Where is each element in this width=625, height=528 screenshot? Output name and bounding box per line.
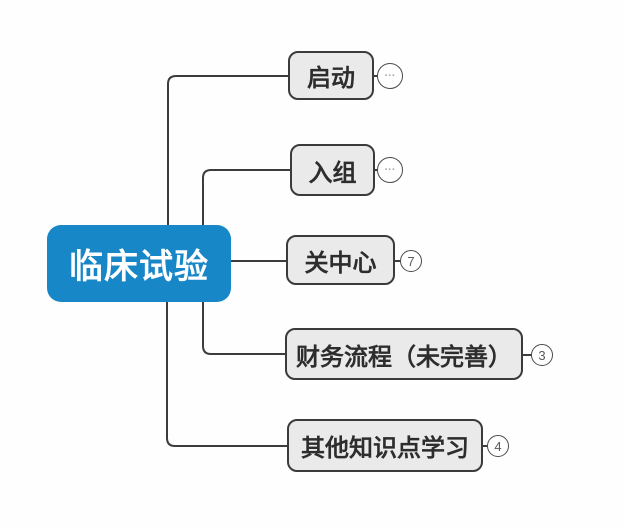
- topic-other-knowledge[interactable]: 其他知识点学习: [287, 419, 483, 472]
- connector-root-startup: [167, 75, 288, 226]
- topic-enrollment[interactable]: 入组: [290, 144, 375, 196]
- child-count-badge-finance[interactable]: 3: [531, 344, 553, 366]
- topic-close-center[interactable]: 关中心: [286, 235, 395, 285]
- collapse-indicator-startup[interactable]: ···: [377, 63, 403, 89]
- collapse-indicator-enrollment[interactable]: ···: [377, 157, 403, 183]
- connector-root-finance: [202, 301, 285, 355]
- connector-root-other-knowledge: [166, 301, 287, 447]
- topic-startup[interactable]: 启动: [288, 51, 374, 100]
- child-count-badge-other-knowledge[interactable]: 4: [487, 435, 509, 457]
- root-topic[interactable]: 临床试验: [47, 225, 231, 302]
- topic-finance-process[interactable]: 财务流程（未完善）: [285, 328, 523, 380]
- child-count-badge-close-center[interactable]: 7: [400, 250, 422, 272]
- connector-root-enrollment: [202, 169, 290, 226]
